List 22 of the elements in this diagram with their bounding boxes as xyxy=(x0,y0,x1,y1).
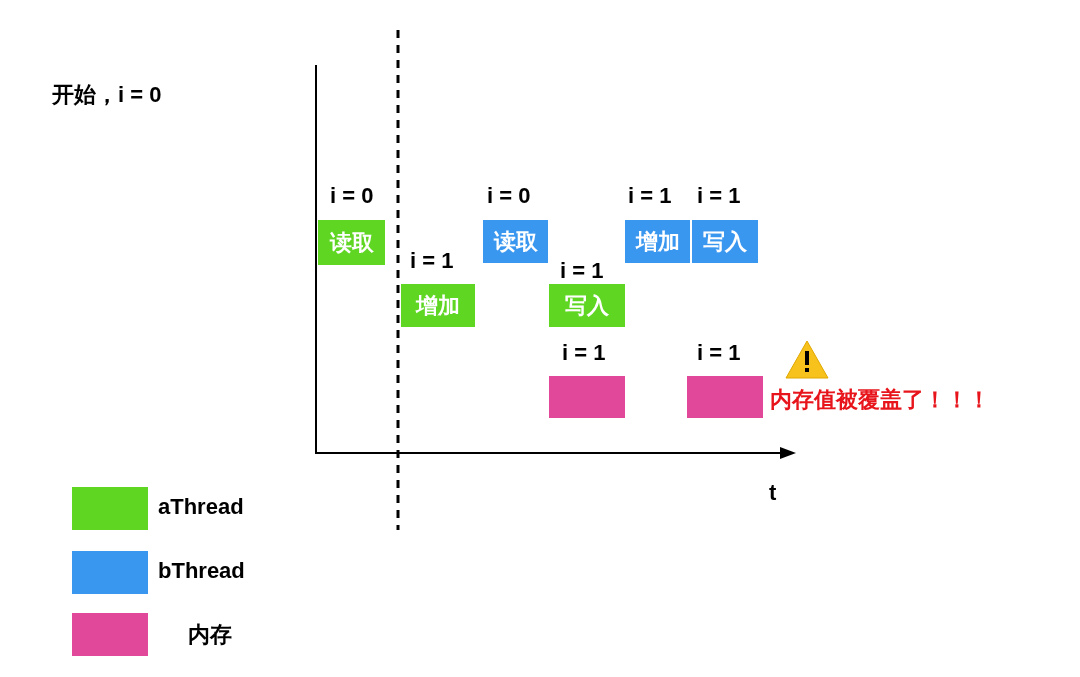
value-label: i = 0 xyxy=(487,183,531,209)
process-box: 读取 xyxy=(318,220,385,265)
warning-text: 内存值被覆盖了！！！ xyxy=(770,386,990,414)
value-label: i = 0 xyxy=(330,183,374,209)
legend-label: aThread xyxy=(158,494,244,520)
axis-label: t xyxy=(769,480,777,506)
legend-label: 内存 xyxy=(188,621,232,649)
process-box: 写入 xyxy=(692,220,758,263)
legend-label: bThread xyxy=(158,558,245,584)
value-label: i = 1 xyxy=(560,258,604,284)
memory-block xyxy=(549,376,625,418)
memory-block xyxy=(687,376,763,418)
value-label: i = 1 xyxy=(628,183,672,209)
process-box: 读取 xyxy=(483,220,548,263)
heading-text: 开始，i = 0 xyxy=(52,81,162,109)
value-label: i = 1 xyxy=(697,340,741,366)
process-box: 增加 xyxy=(625,220,690,263)
value-label: i = 1 xyxy=(410,248,454,274)
value-label: i = 1 xyxy=(697,183,741,209)
process-box: 写入 xyxy=(549,284,625,327)
value-label: i = 1 xyxy=(562,340,606,366)
process-box: 增加 xyxy=(401,284,475,327)
